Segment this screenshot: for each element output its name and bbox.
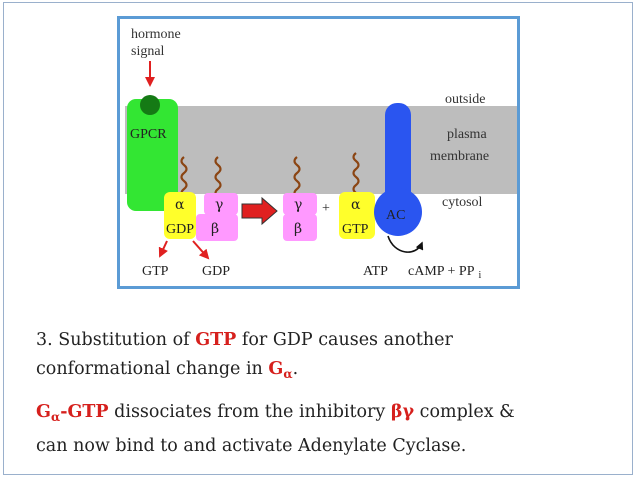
lipid-anchor-gamma-free [293,156,301,198]
slide-border [3,2,633,475]
free-gamma-subunit [283,193,317,215]
hormone-label: hormone [131,27,181,42]
gpcr-receptor [127,99,178,211]
g-alpha-subunit [164,192,196,239]
gprotein-diagram: hormone signal GPCR α γ β GDP γ β + α GT… [125,27,517,281]
g-alpha-gtp-subunit [339,192,375,239]
plasma-membrane [125,106,517,194]
gtp-in-arrow [158,240,168,258]
g-alpha-highlight: Gα [268,359,293,381]
free-beta-label: β [294,221,302,237]
gpcr-label: GPCR [130,127,167,142]
caption-paragraph-1: 3. Substitution of GTP for GDP causes an… [36,330,453,381]
adenylate-cyclase-body [374,188,422,236]
gdp-bound-label: GDP [166,222,194,237]
cytosol-label: cytosol [442,195,483,210]
g-beta-subunit [196,214,238,241]
gdp-out-arrow [192,240,210,260]
free-gamma-label: γ [294,197,302,213]
gtp-bound-label: GTP [342,222,369,237]
atp-label: ATP [363,264,388,279]
atp-camp-arrow [387,235,424,253]
g-alpha-gtp-highlight: Gα-GTP [36,402,109,424]
free-beta-subunit [283,214,317,241]
membrane-label: membrane [430,149,489,164]
alpha-label: α [175,197,185,213]
plasma-label: plasma [447,127,487,142]
gtp-highlight: GTP [195,330,237,350]
alpha-gtp-alpha-label: α [351,197,361,213]
beta-gamma-highlight: βγ [390,402,415,422]
transition-arrow [241,196,278,226]
g-gamma-subunit [204,193,238,215]
beta-label: β [211,221,219,237]
outside-label: outside [445,92,485,107]
ac-label: AC [386,208,405,223]
gamma-label: γ [215,197,223,213]
plus-sign: + [322,201,330,216]
gtp-in-label: GTP [142,264,169,279]
gdp-out-label: GDP [202,264,230,279]
hormone-ligand [140,95,160,115]
caption-paragraph-2: Gα-GTP dissociates from the inhibitory β… [36,402,515,456]
lipid-anchor-gamma [214,156,222,198]
signal-label: signal [131,44,165,59]
lipid-anchor-alpha [180,156,188,198]
